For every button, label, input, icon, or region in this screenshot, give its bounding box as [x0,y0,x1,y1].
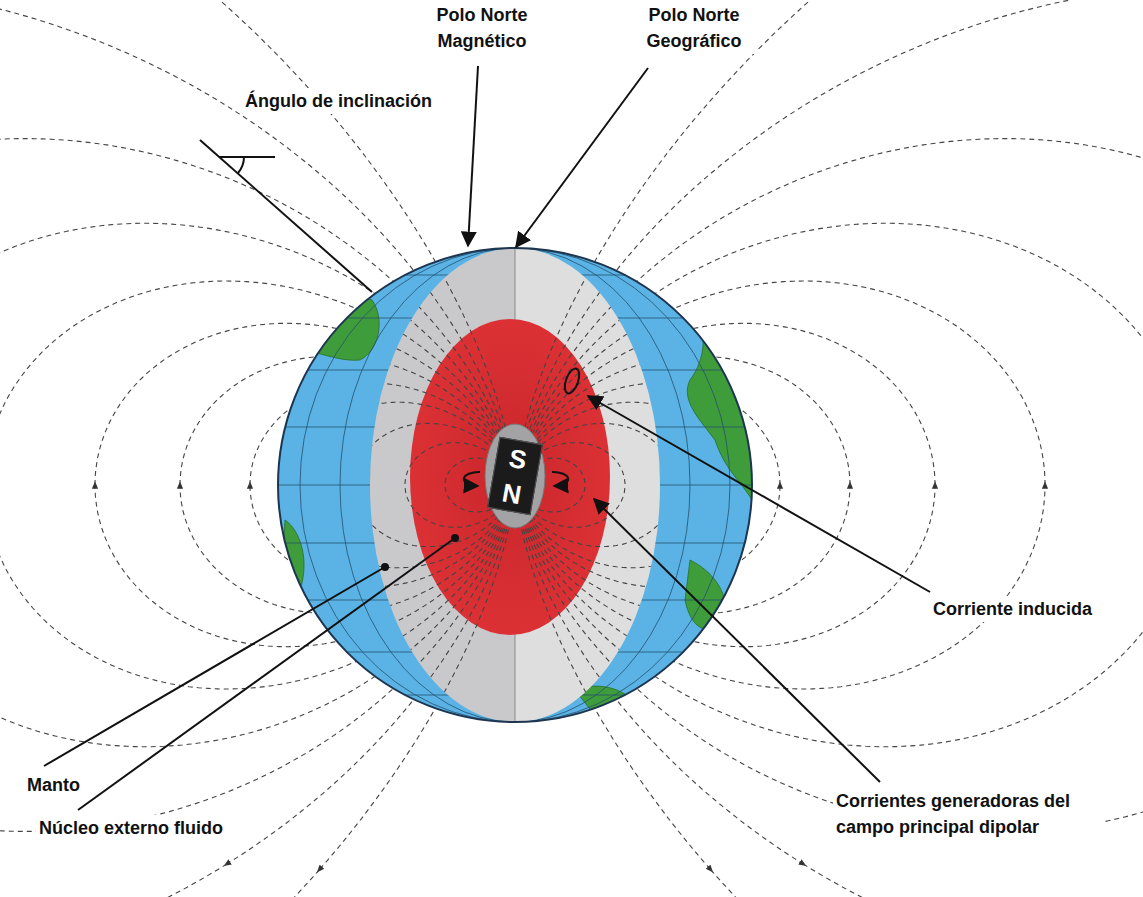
field-line [711,485,1143,897]
leader-dot [451,534,459,542]
pole-letter: N [500,477,524,510]
field-line [250,383,515,587]
field-line [0,223,515,746]
field-line [0,0,515,897]
field-line [803,485,1143,897]
part-label: Polo Norte Geográfico [632,2,756,54]
field-line [515,323,935,646]
field-line [515,402,730,568]
field-line [515,223,1143,746]
field-line [515,0,1143,897]
field-line [515,0,1143,897]
field-line [0,485,319,897]
field-line [95,323,515,646]
field-line [180,356,515,614]
field-line [515,383,780,587]
part-label: Corriente inducida [930,596,1095,622]
field-line [0,0,515,897]
part-label: Núcleo externo fluido [36,815,226,841]
field-line [0,139,515,832]
field-line [0,485,227,897]
field-line [515,281,1045,689]
induced-current-loop [562,367,582,396]
inner-core [485,424,545,528]
part-label: Manto [24,772,83,798]
part-label: Corrientes generadoras del campo princip… [833,788,1105,840]
field-line [515,356,850,614]
pole-letter: S [507,442,529,475]
field-line [515,139,1143,832]
part-label: Ángulo de inclinación [242,88,435,114]
field-line [300,402,515,568]
field-line [0,281,515,689]
leader-lines [44,66,930,810]
leader-dot [381,563,389,571]
part-label: Polo Norte Magnético [420,2,544,54]
globe [270,248,760,722]
